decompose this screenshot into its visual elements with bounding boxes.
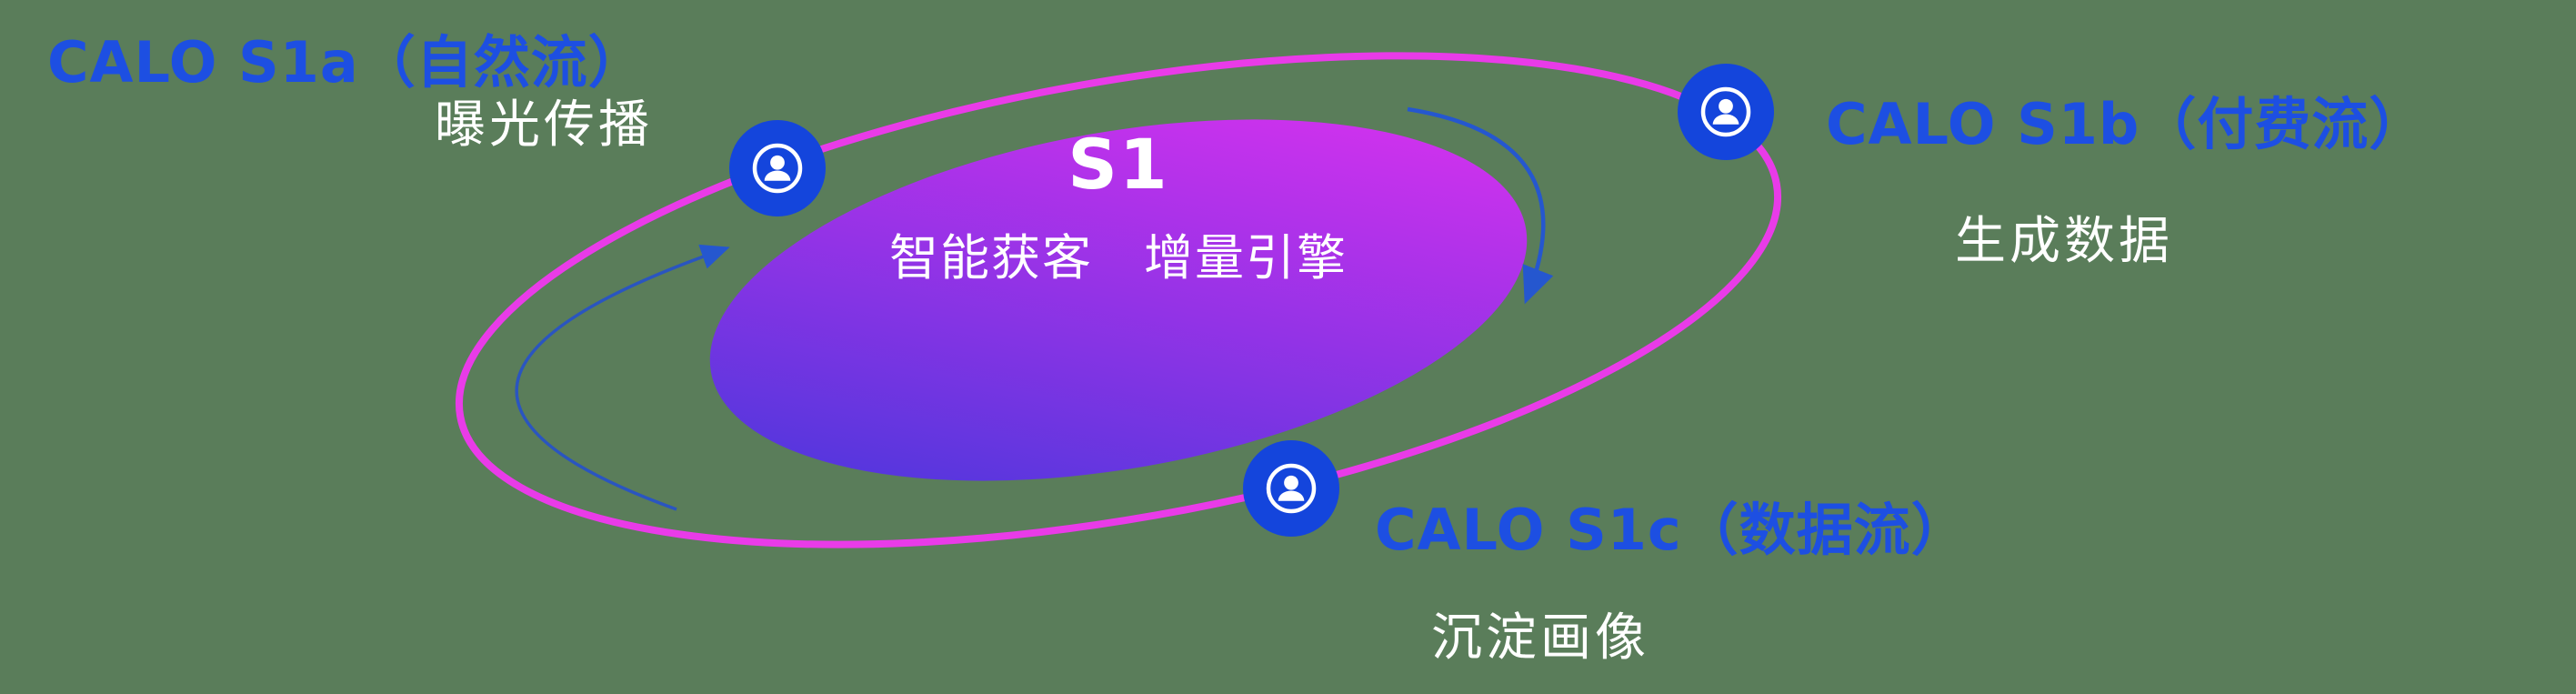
node-s1c [1243, 440, 1339, 537]
user-icon [1266, 463, 1317, 514]
node-s1c-subtitle: 沉淀画像 [1431, 609, 1649, 668]
node-s1a-subtitle: 曝光传播 [435, 96, 653, 155]
user-icon [1700, 86, 1751, 137]
core-title: S1 [1067, 124, 1169, 205]
node-s1b [1678, 64, 1774, 160]
node-s1b-title: CALO S1b（付费流） [1826, 91, 2427, 157]
core-subtitle: 智能获客 增量引擎 [889, 229, 1348, 287]
user-icon [752, 143, 803, 194]
core-label: S1 智能获客 增量引擎 [755, 124, 1482, 289]
orbit-ring [455, 52, 1782, 548]
node-s1c-title: CALO S1c（数据流） [1375, 497, 1969, 563]
node-s1a [729, 120, 826, 216]
node-s1b-subtitle: 生成数据 [1955, 212, 2173, 271]
flow-arrow-right [1407, 106, 1554, 305]
node-s1a-title: CALO S1a（自然流） [47, 29, 646, 96]
flow-arrow-left [515, 244, 730, 511]
core-ellipse [709, 119, 1528, 481]
